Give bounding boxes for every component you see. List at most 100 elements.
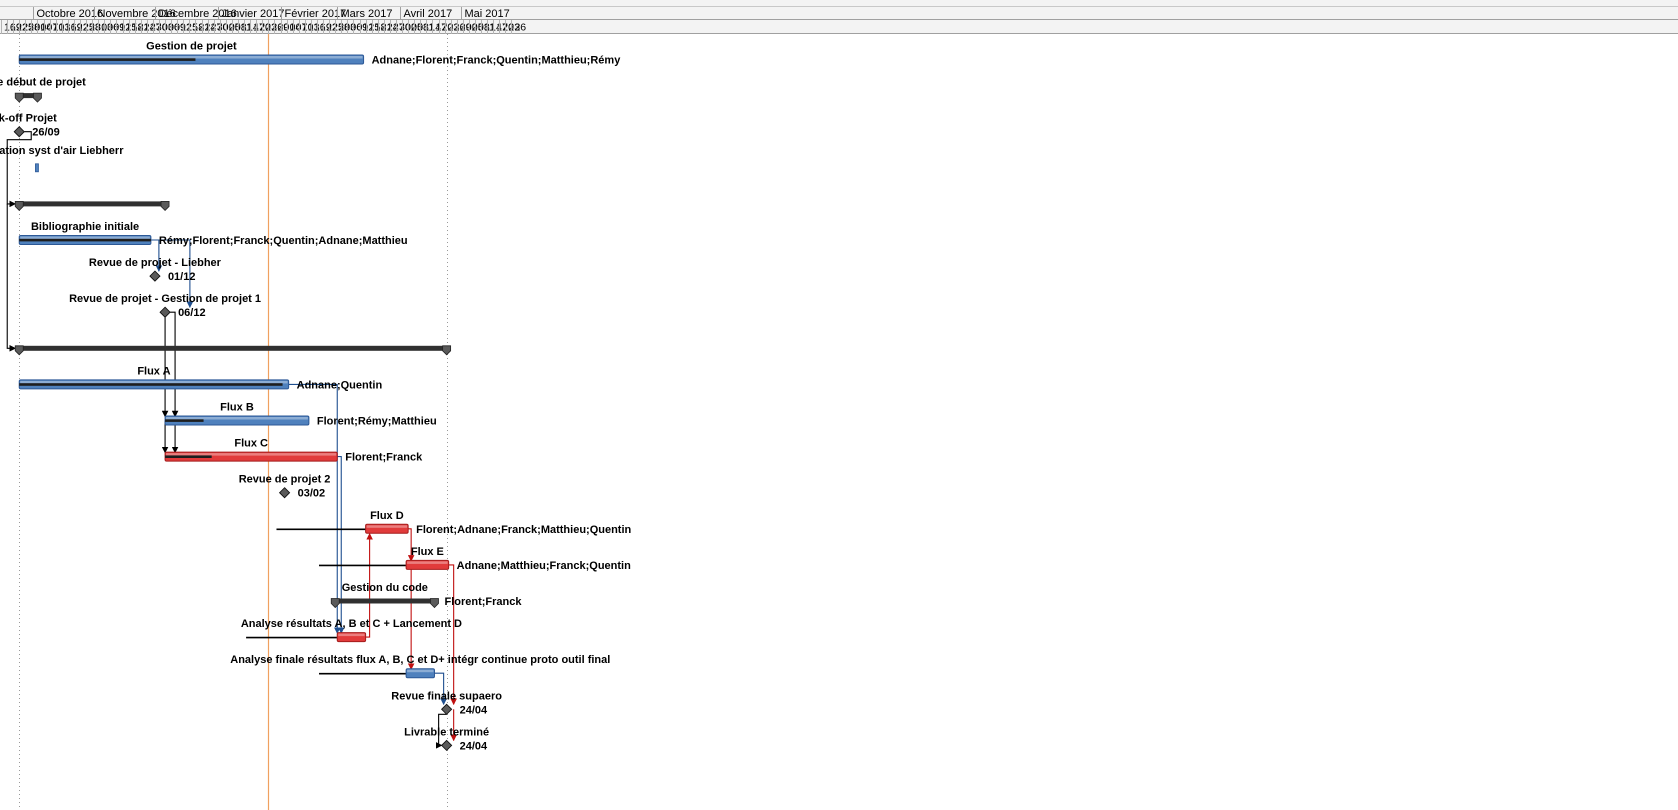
task-bar-fluxe	[405, 559, 450, 570]
day-label: 21	[381, 22, 393, 34]
month-label: Mai 2017	[465, 8, 510, 20]
link-biblio-rev2	[158, 239, 194, 309]
day-label: 27	[211, 22, 223, 34]
day-label: 12	[180, 22, 192, 34]
milestone-diamond-icon	[440, 703, 453, 715]
summary-end-cap-icon	[33, 92, 42, 103]
day-label: 13	[59, 22, 71, 34]
day-label: 30	[156, 22, 168, 34]
milestone-diamond-icon	[278, 487, 291, 499]
day-label: 27	[393, 22, 405, 34]
task-name-fluxc: Flux C	[234, 438, 268, 450]
bar-highlight	[407, 561, 448, 564]
day-label: 14	[490, 22, 502, 34]
milestone-diamond-icon	[13, 126, 25, 138]
day-label: 26	[454, 22, 466, 34]
link-fluxc-analyse	[337, 456, 345, 634]
day-label: 21	[198, 22, 210, 34]
milestone-date-rev3: 03/02	[298, 488, 326, 500]
day-label: 26	[514, 22, 526, 34]
day-label: 18	[192, 22, 204, 34]
day-label: 30	[217, 22, 229, 34]
task-name-fluxa: Flux A	[137, 365, 170, 377]
day-label: 21	[138, 22, 150, 34]
month-label: Novembre 2016	[98, 8, 176, 20]
day-label: 01	[284, 22, 296, 34]
day-label: 24	[205, 22, 217, 34]
summary-end-cap-icon	[442, 345, 452, 356]
summary-start-cap-icon	[14, 345, 24, 356]
day-label: 08	[417, 22, 429, 34]
task-labels: Gestion de projetAdnane;Florent;Franck;Q…	[0, 41, 632, 753]
day-label: 01	[34, 22, 46, 34]
bar-highlight	[166, 417, 308, 420]
day-label: 28	[89, 22, 101, 34]
progress-bar	[165, 455, 212, 458]
day-label: 12	[119, 22, 131, 34]
day-label: 07	[47, 22, 59, 34]
day-label: 04	[290, 22, 302, 34]
link-fluxe-revfin	[448, 564, 457, 706]
link-revfin-livr	[435, 713, 447, 749]
bar-highlight	[20, 56, 363, 59]
progress-bar	[19, 238, 151, 242]
milestone-diamond-icon	[440, 739, 453, 752]
day-label: 20	[502, 22, 514, 34]
resource-names-fluxb: Florent;Rémy;Matthieu	[317, 416, 437, 428]
day-label: 16	[4, 22, 16, 34]
link-anafin-revfin	[434, 672, 447, 706]
resource-names-fluxc: Florent;Franck	[345, 452, 423, 464]
resource-names-fluxa: Adnane;Quentin	[297, 379, 383, 391]
day-label: 06	[107, 22, 119, 34]
day-label: 05	[411, 22, 423, 34]
day-label: 10	[53, 22, 65, 34]
task-bar-form	[35, 163, 39, 173]
day-label: 08	[478, 22, 490, 34]
day-label: 19	[71, 22, 83, 34]
day-label: 23	[508, 22, 520, 34]
summary-start-cap-icon	[14, 92, 24, 103]
day-label: 29	[460, 22, 472, 34]
day-label: 20	[259, 22, 271, 34]
milestone-diamond-icon	[159, 306, 171, 318]
month-label: Février 2017	[285, 8, 347, 20]
summary-end-cap-icon	[430, 598, 439, 609]
task-bar-fluxd	[365, 523, 409, 534]
summary-start-cap-icon	[14, 201, 24, 211]
summary-start-cap-icon	[330, 598, 340, 609]
summary-bar-sum1	[19, 201, 166, 207]
day-label: 27	[150, 22, 162, 34]
link-kickoff-sum1	[6, 131, 32, 208]
milestone-date-rev2: 06/12	[178, 307, 206, 319]
bar-highlight	[166, 453, 337, 456]
bar-highlight	[20, 236, 150, 239]
month-label: Avril 2017	[404, 8, 453, 20]
milestone-date-revfin: 24/04	[460, 704, 488, 716]
day-label: 12	[363, 22, 375, 34]
day-label: 16	[65, 22, 77, 34]
task-name-rev2: Revue de projet - Gestion de projet 1	[69, 293, 261, 305]
link-biblio-rev1	[150, 239, 163, 272]
task-name-gp: Gestion de projet	[146, 41, 237, 53]
progress-bar	[165, 419, 204, 422]
milestone-date-livr: 24/04	[460, 740, 488, 752]
milestone-diamond-icon	[149, 270, 161, 282]
day-label: 11	[423, 22, 434, 34]
milestone-date-rev1: 01/12	[168, 271, 196, 283]
summary-bar-sum2	[19, 345, 447, 351]
day-label: 22	[326, 22, 338, 34]
task-name-pdp: Phase début de projet	[0, 77, 86, 89]
day-label: 05	[229, 22, 241, 34]
task-name-rev1: Revue de projet - Liebher	[89, 257, 222, 269]
task-name-biblio: Bibliographie initiale	[31, 221, 139, 233]
day-label: 26	[271, 22, 283, 34]
resource-names-biblio: Rémy;Florent;Franck;Quentin;Adnane;Matth…	[159, 235, 408, 247]
task-name-livr: Livrable terminé	[404, 726, 489, 738]
day-label: 28	[28, 22, 40, 34]
milestone-date-kick: 26/09	[32, 127, 60, 139]
day-label: 15	[186, 22, 198, 34]
day-label: 22	[77, 22, 89, 34]
link-analyse-fluxd	[365, 532, 373, 638]
day-label: 24	[387, 22, 399, 34]
